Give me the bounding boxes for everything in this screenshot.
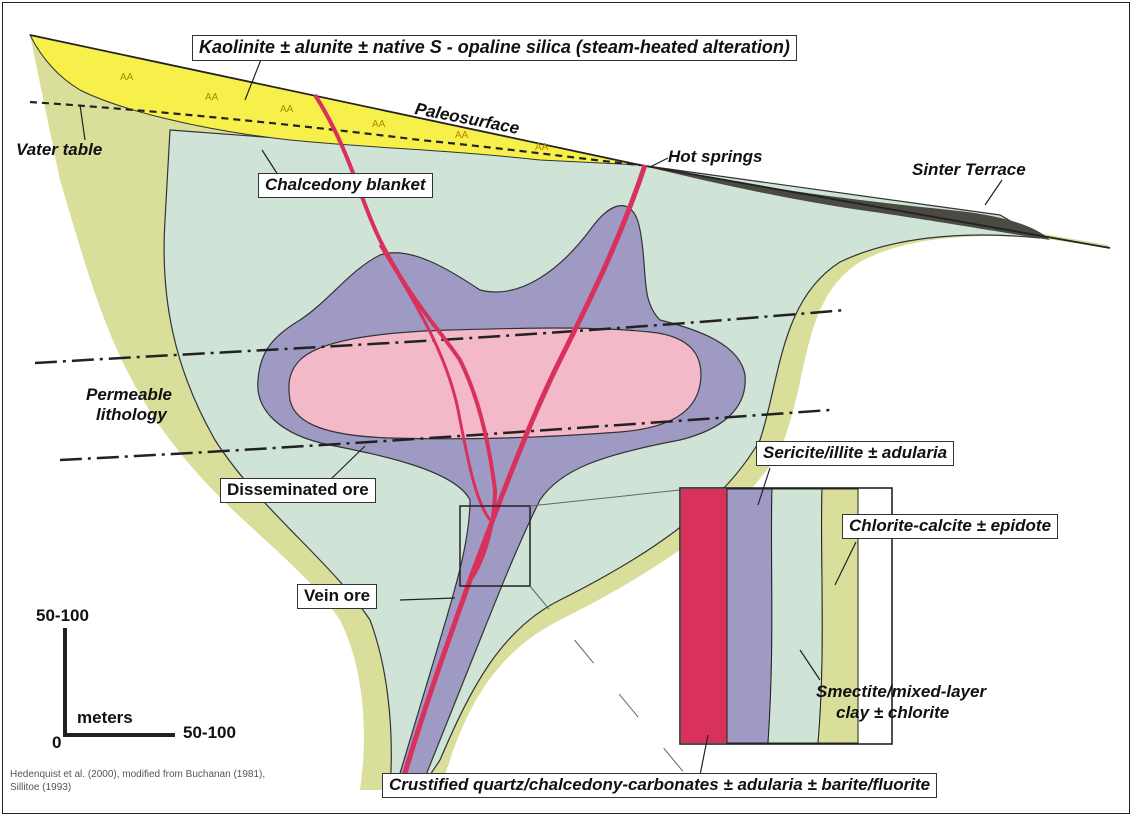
horizontal-scale-label: 50-100 [183,724,236,743]
disseminated-ore-label: Disseminated ore [220,478,376,503]
smectite-label-line2: clay ± chlorite [836,704,949,723]
scale-origin-label: 0 [52,734,61,753]
leader-line [650,158,668,167]
leader-line [985,180,1002,205]
inset-sericite-band [727,489,772,743]
inset-smectite-band [768,489,822,743]
crustified-quartz-label: Crustified quartz/chalcedony-carbonates … [382,773,937,798]
chlorite-calcite-label: Chlorite-calcite ± epidote [842,514,1058,539]
sinter-terrace-label: Sinter Terrace [912,161,1026,180]
aa-mark: AA [535,142,549,153]
citation-line-1: Hedenquist et al. (2000), modified from … [10,769,265,782]
smectite-label: Smectite/mixed-layer [816,683,986,702]
sericite-illite-label: Sericite/illite ± adularia [756,441,954,466]
aa-mark: AA [205,92,219,103]
chalcedony-blanket-label: Chalcedony blanket [258,173,433,198]
hot-springs-label: Hot springs [668,148,762,167]
citation-line-2: Sillitoe (1993) [10,782,71,795]
permeable-lithology-label-line2: lithology [96,406,167,425]
scale-unit-label: meters [77,709,133,728]
aa-mark: AA [280,104,294,115]
vein-ore-label: Vein ore [297,584,377,609]
aa-mark: AA [455,130,469,141]
aa-mark: AA [120,72,134,83]
water-table-label: Vater table [16,141,102,160]
vertical-scale-label: 50-100 [36,607,89,626]
steam-heated-alteration-label: Kaolinite ± alunite ± native S - opaline… [192,35,797,61]
inset-crustified-band [681,489,727,743]
permeable-lithology-label: Permeable [86,386,172,405]
aa-mark: AA [372,119,386,130]
